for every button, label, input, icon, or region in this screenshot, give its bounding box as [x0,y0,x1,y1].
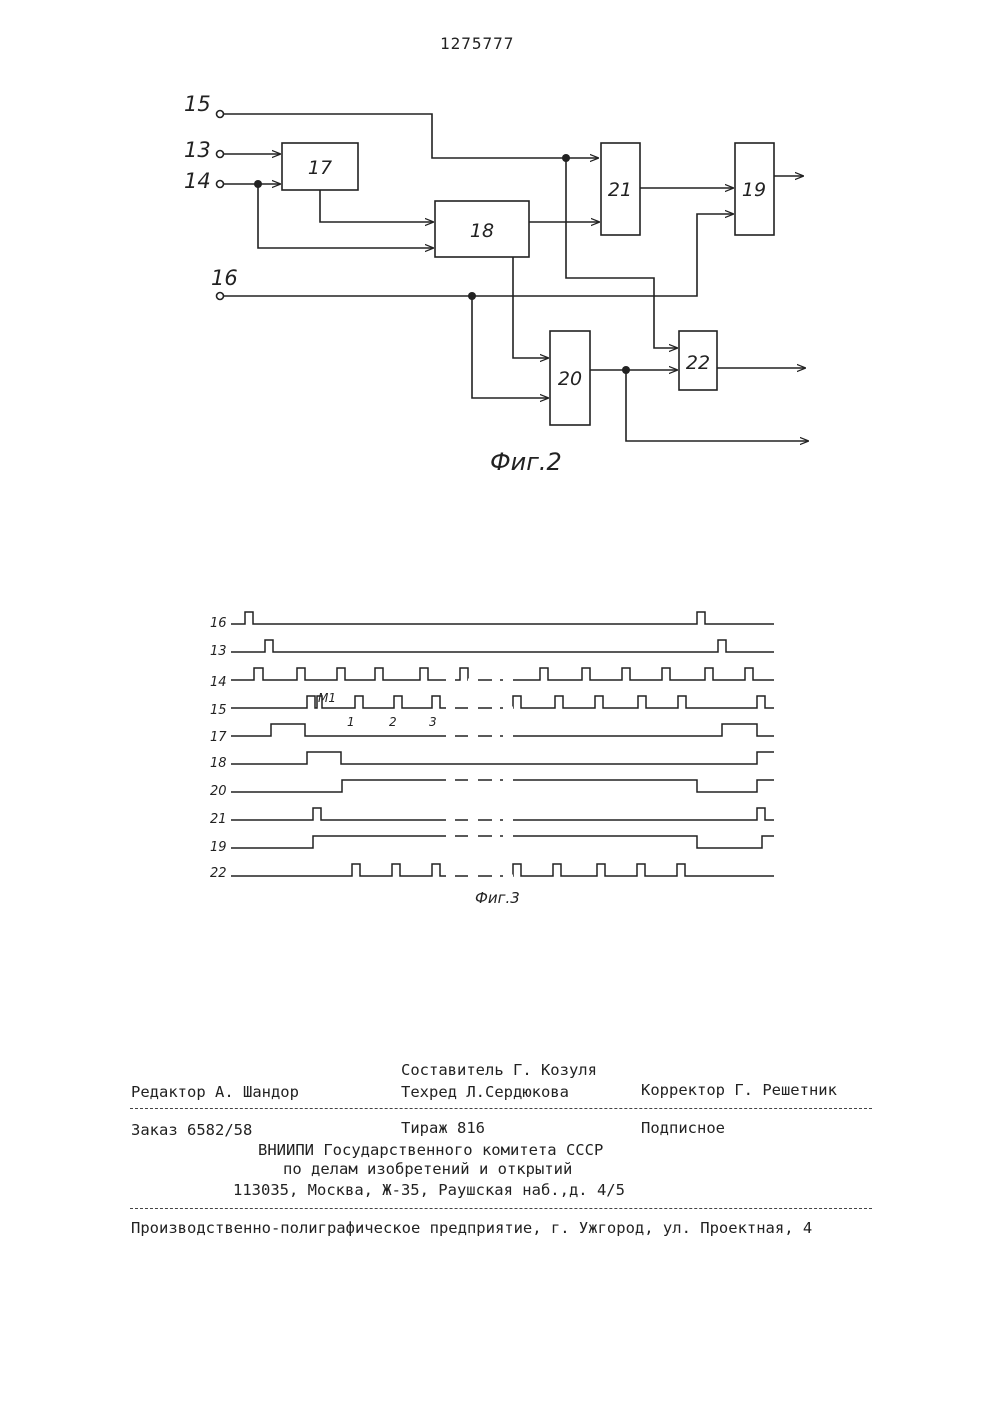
waveform-19 [231,836,774,848]
block-label-20: 20 [558,368,582,390]
figure-2-diagram: 15 13 14 16 17 18 21 19 20 22 Фиг.2 [0,0,1000,500]
block-label-22: 22 [686,352,710,374]
row-label-19: 19 [210,840,227,855]
row-label-15: 15 [210,703,227,718]
block-label-21: 21 [608,179,632,201]
compiler: Составитель Г. Козуля [401,1061,597,1079]
techred: Техред Л.Сердюкова [401,1083,569,1101]
row-label-16: 16 [210,616,227,631]
annotation-1: 1 [347,715,355,729]
org-line-1: ВНИИПИ Государственного комитета СССР [258,1141,603,1159]
row-labels: 16 13 14 15 17 18 20 21 19 22 [210,616,227,881]
row-label-21: 21 [210,812,227,827]
waveform-13 [231,640,774,652]
figure-2-caption: Фиг.2 [490,448,562,476]
input-label-16: 16 [211,266,238,290]
waveform-17 [231,724,774,736]
input-label-15: 15 [184,92,211,116]
subscription: Подписное [641,1119,725,1137]
divider-bottom [130,1208,872,1209]
block-label-18: 18 [470,220,494,242]
waveform-22 [231,864,774,876]
waveform-16 [231,612,774,624]
block-label-19: 19 [742,179,766,201]
divider-top [130,1108,872,1109]
input-label-14: 14 [184,169,211,193]
annotation-2: 2 [389,715,397,729]
corrector: Корректор Г. Решетник [641,1081,837,1099]
row-label-22: 22 [210,866,227,881]
waveform-14 [231,668,774,680]
waveform-15 [231,696,774,708]
org-address: 113035, Москва, Ж-35, Раушская наб.,д. 4… [233,1181,625,1199]
row-label-20: 20 [210,784,227,799]
figure-3-caption: Фиг.3 [475,889,520,907]
row-label-14: 14 [210,675,227,690]
printer-line: Производственно-полиграфическое предприя… [131,1219,812,1237]
org-line-2: по делам изобретений и открытий [283,1160,572,1178]
order-number: Заказ 6582/58 [131,1121,252,1139]
annotation-m1: М1 [318,691,336,705]
editor: Редактор А. Шандор [131,1083,299,1101]
circulation: Тираж 816 [401,1119,485,1137]
waveform-18 [231,752,774,764]
waveform-20 [231,780,774,792]
input-label-13: 13 [184,138,211,162]
annotation-3: 3 [429,715,437,729]
figure-3-timing: 16 13 14 15 17 18 20 21 19 22 М1 1 2 3 Ф… [0,580,1000,1000]
waveform-21 [231,808,774,820]
row-label-17: 17 [210,730,227,745]
row-label-18: 18 [210,756,227,771]
block-label-17: 17 [308,157,332,179]
row-label-13: 13 [210,644,227,659]
